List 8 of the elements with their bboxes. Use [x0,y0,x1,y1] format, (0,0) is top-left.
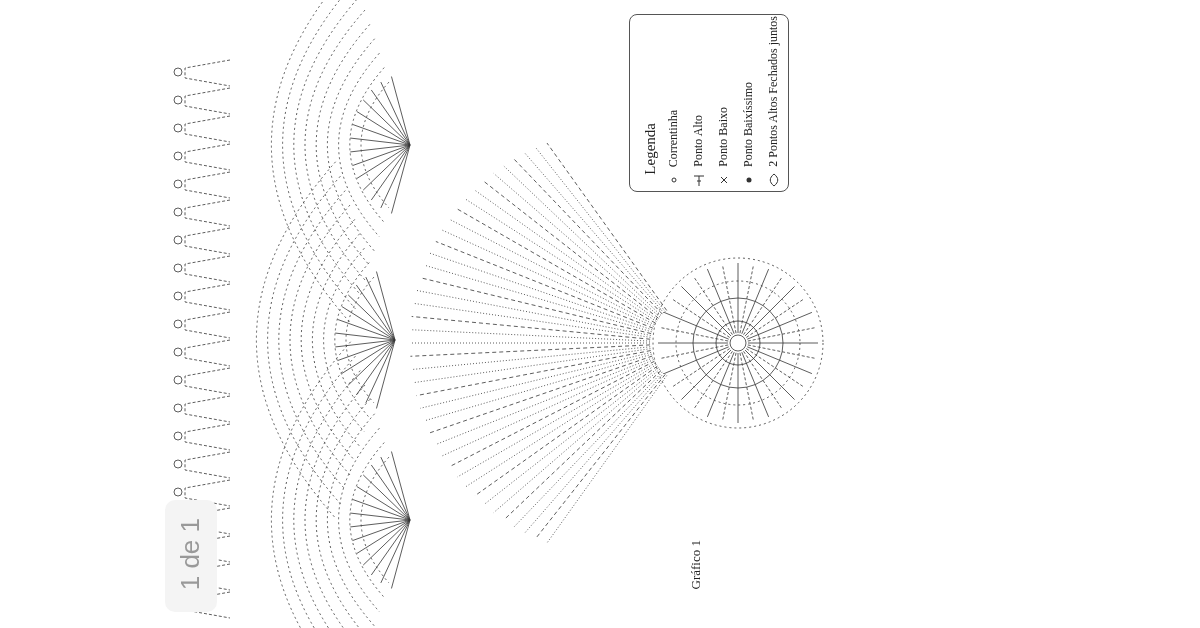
legend-label: Ponto Alto [691,115,706,167]
legend-label: 2 Pontos Altos Fechados juntos [766,16,781,167]
legend-label: Correntinha [666,109,681,167]
chart-caption: Gráfico 1 [688,540,704,590]
legend-title: Legenda [642,123,659,175]
legend-label: Ponto Baixo [716,107,731,167]
legend-label: Ponto Baixíssimo [741,82,756,167]
page-counter-text: 1 de 1 [175,518,206,591]
